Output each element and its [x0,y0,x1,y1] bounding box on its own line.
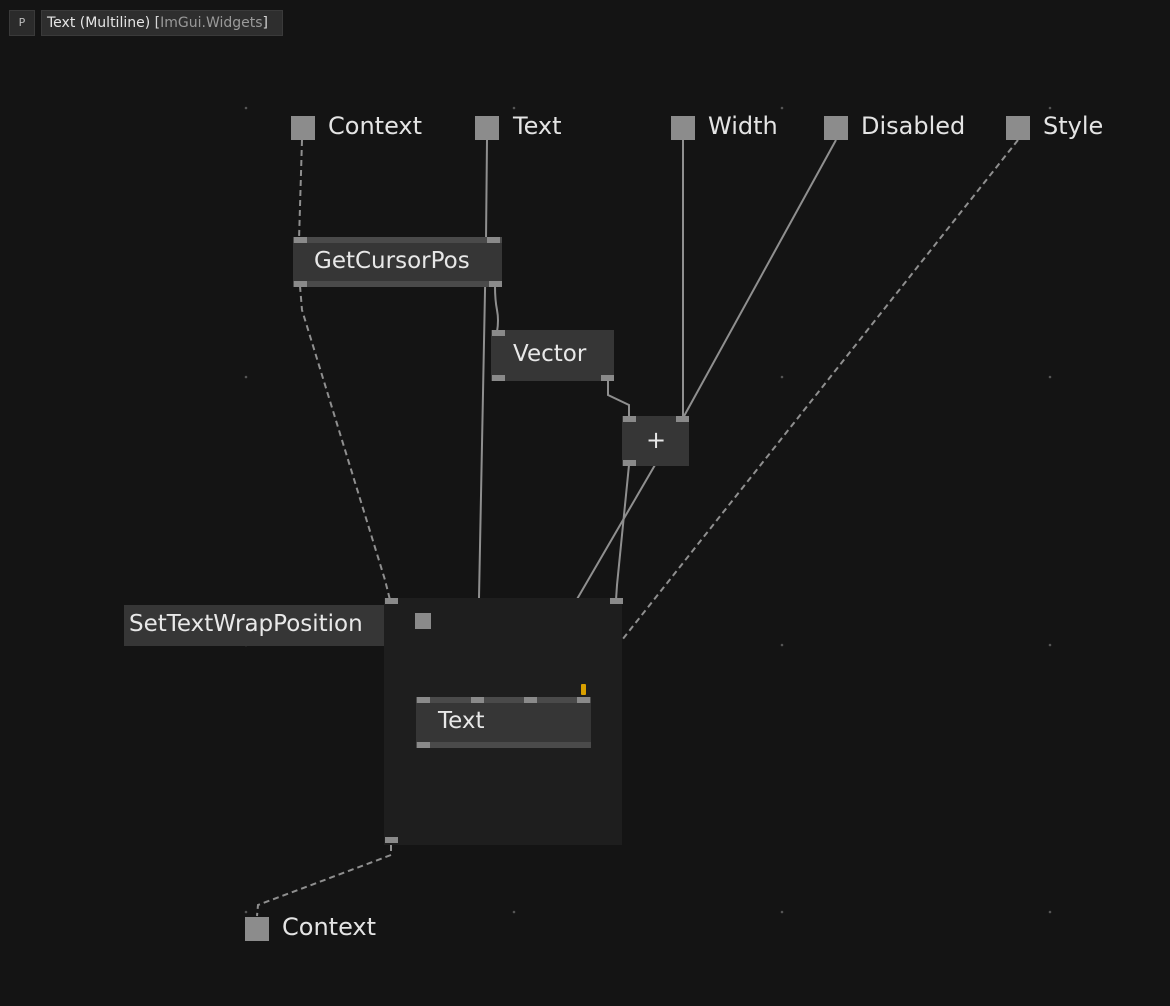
input-pad-text[interactable] [475,116,499,140]
getcursorpos-input-pin-context[interactable] [294,237,307,243]
text-node-input-bar [416,697,591,703]
getcursorpos-label: GetCursorPos [314,248,470,274]
patch-title-name: Text (Multiline) [47,15,151,31]
link-context-getcursorpos [298,139,303,241]
text-node-input-pin-context[interactable] [417,697,430,703]
input-pad-context[interactable] [291,116,315,140]
plus-output-pin[interactable] [623,460,636,466]
input-label-width: Width [708,112,778,140]
link-style-textnode [583,139,1019,689]
plus-node[interactable]: + [622,416,689,466]
region-input-pin-context[interactable] [385,598,398,604]
category-bracket-open: [ [154,15,161,31]
region-inner-context-pad[interactable] [415,613,431,629]
link-plus-region [615,464,630,601]
input-label-text: Text [513,112,562,140]
text-node-input-pin-style[interactable] [577,697,590,703]
plus-label: + [646,426,667,454]
output-label-context: Context [282,913,377,941]
text-node[interactable]: Text [416,684,591,748]
link-getcursorpos-region [299,285,391,601]
getcursorpos-input-bar [293,237,502,243]
text-node-input-pin-width[interactable] [524,697,537,703]
grid-dots [244,106,1052,914]
getcursorpos-output-bar [293,281,502,287]
link-region-context-out [256,845,392,917]
input-pad-width[interactable] [671,116,695,140]
link-getcursorpos-vector [494,285,499,333]
region-output-pin-context[interactable] [385,837,398,843]
patch-title: Text (Multiline) [ImGui.Widgets] [41,10,283,36]
warning-indicator-icon [581,684,586,695]
region-input-pin-wrap[interactable] [610,598,623,604]
text-node-output-bar [416,742,591,748]
getcursorpos-input-pin-text[interactable] [487,237,500,243]
vector-node[interactable]: Vector [491,330,614,381]
input-label-context: Context [328,112,423,140]
text-node-output-pin-context[interactable] [417,742,430,748]
output-pad-context[interactable] [245,917,269,941]
input-label-style: Style [1043,112,1104,140]
patch-p-button[interactable]: P [9,10,35,36]
input-label-disabled: Disabled [861,112,966,140]
getcursorpos-output-pin-context[interactable] [294,281,307,287]
link-vector-plus [607,380,630,418]
link-disabled-plus [682,139,837,419]
settextwrapposition-label-box[interactable]: SetTextWrapPosition [124,605,384,646]
vector-output-pin-x[interactable] [492,375,505,381]
getcursorpos-output-pin-position[interactable] [489,281,502,287]
text-node-label: Text [438,708,485,734]
plus-input-pin-b[interactable] [676,416,689,422]
settextwrapposition-label: SetTextWrapPosition [129,611,363,637]
input-pad-style[interactable] [1006,116,1030,140]
input-pad-disabled[interactable] [824,116,848,140]
plus-input-pin-a[interactable] [623,416,636,422]
vector-output-pin-y[interactable] [601,375,614,381]
vector-input-pin[interactable] [492,330,505,336]
category-bracket-close: ] [262,15,269,31]
text-node-input-pin-text[interactable] [471,697,484,703]
getcursorpos-node[interactable]: GetCursorPos [293,237,502,287]
vector-label: Vector [513,341,587,367]
patch-category: ImGui.Widgets [160,15,263,31]
